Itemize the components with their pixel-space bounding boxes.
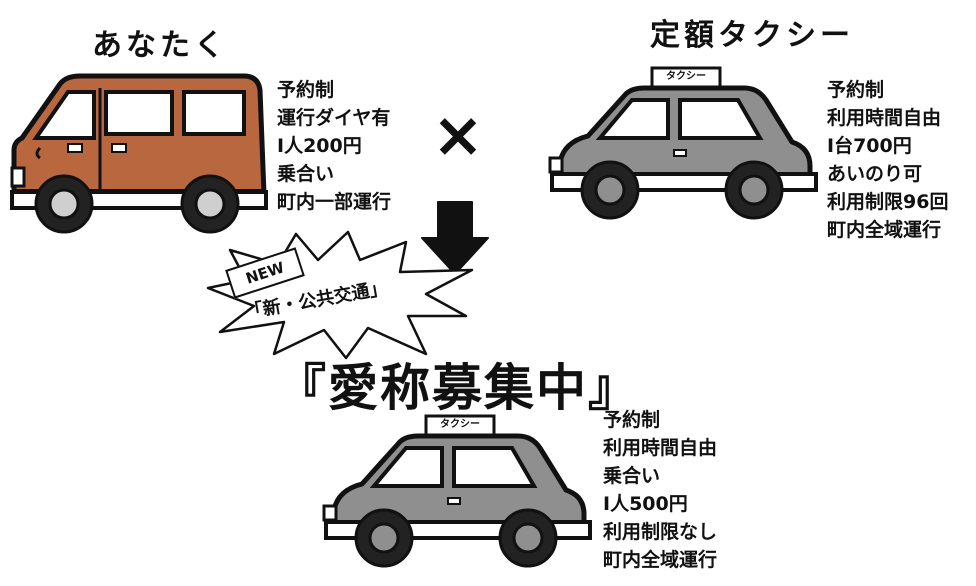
taxi-title: 定額タクシー: [650, 18, 854, 53]
van-illustration: [10, 73, 268, 234]
taxi-spec-item: あいのり可: [827, 163, 923, 185]
van-spec-item: 運行ダイヤ有: [277, 107, 391, 129]
van-spec-item: 乗合い: [277, 163, 335, 185]
van-spec-item: Ⅰ人200円: [277, 135, 362, 157]
taxi-illustration: [548, 66, 818, 220]
bottom-spec-list: 予約制 利用時間自由 乗合い Ⅰ人500円 利用制限なし 町内全域運行: [603, 406, 717, 574]
bottom-taxi-roof-label: タクシー: [440, 419, 480, 430]
taxi-spec-item: 町内全域運行: [827, 219, 942, 241]
bottom-taxi-illustration: [322, 414, 592, 568]
van-title: あなたく: [92, 28, 228, 63]
bottom-spec-item: 乗合い: [603, 465, 661, 487]
bottom-spec-item: 利用時間自由: [603, 437, 718, 459]
taxi-spec-item: 利用時間自由: [827, 107, 942, 129]
nickname-heading: 『愛称募集中』: [276, 359, 640, 417]
van-spec-item: 町内一部運行: [277, 191, 392, 213]
taxi-spec-list: 予約制 利用時間自由 Ⅰ台700円 あいのり可 利用制限96回 町内全域運行: [827, 76, 948, 244]
bottom-spec-item: 利用制限なし: [603, 521, 718, 543]
van-spec-list: 予約制 運行ダイヤ有 Ⅰ人200円 乗合い 町内一部運行: [277, 76, 391, 216]
bottom-spec-item: 町内全域運行: [603, 549, 718, 571]
times-symbol: ×: [432, 98, 484, 171]
down-arrow-icon: [421, 201, 489, 275]
taxi-spec-item: Ⅰ台700円: [827, 135, 912, 157]
van-spec-item: 予約制: [277, 79, 335, 101]
bottom-spec-item: Ⅰ人500円: [603, 493, 688, 515]
bottom-spec-item: 予約制: [603, 409, 661, 431]
taxi-spec-item: 利用制限96回: [827, 191, 949, 213]
taxi-roof-label: タクシー: [666, 71, 706, 82]
taxi-spec-item: 予約制: [827, 79, 885, 101]
